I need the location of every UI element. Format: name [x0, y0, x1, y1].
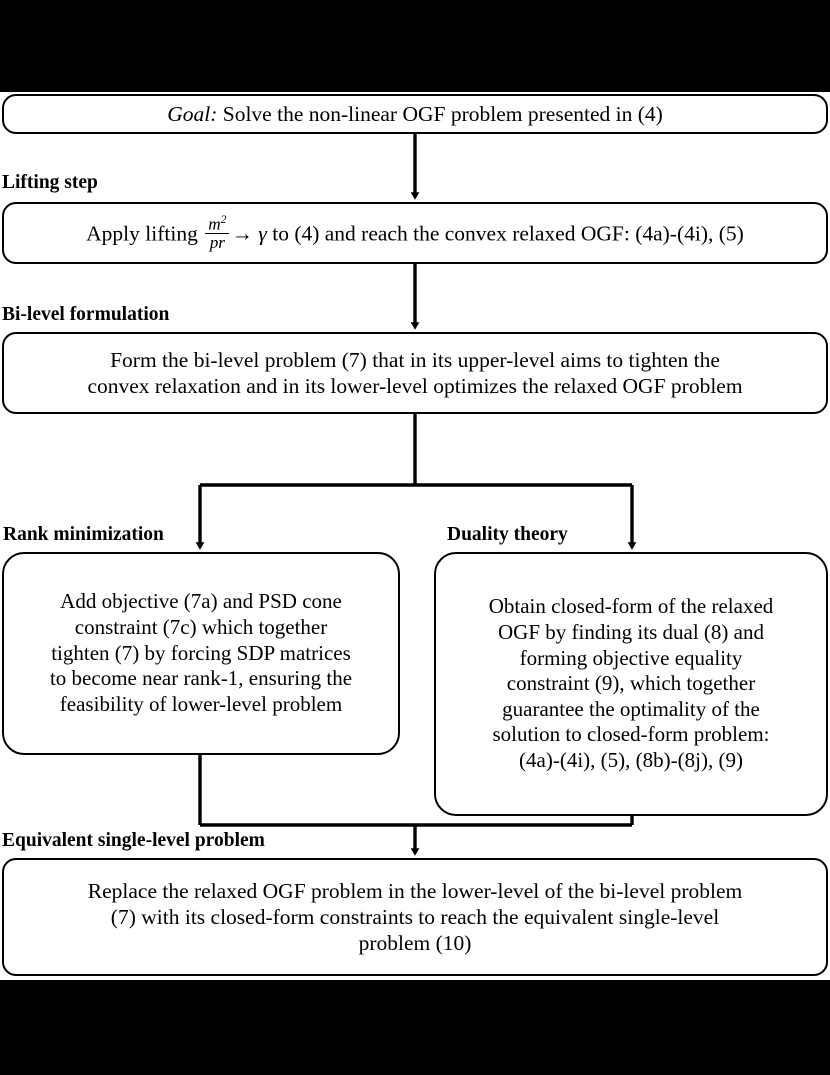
duality-line-6: solution to closed-form problem: — [492, 722, 770, 747]
bilevel-line-2: convex relaxation and in its lower-level… — [87, 374, 743, 398]
lifting-variable-gamma: γ — [258, 221, 267, 246]
lifting-text-before: Apply lifting — [86, 221, 204, 246]
duality-line-1: Obtain closed-form of the relaxed — [488, 594, 774, 619]
stage-label-lifting-step: Lifting step — [2, 172, 98, 193]
lifting-numerator: m — [208, 214, 221, 234]
goal-prefix: Goal: — [167, 101, 218, 126]
duality-line-3: forming objective equality — [519, 645, 743, 670]
bottom-black-bar — [0, 980, 830, 1075]
stage-label-equivalent-single-level: Equivalent single-level problem — [2, 830, 265, 851]
flowchart-canvas: Lifting step Bi-level formulation Rank m… — [0, 92, 830, 980]
duality-line-4: constraint (9), which together — [506, 671, 756, 696]
duality-line-2: OGF by finding its dual (8) and — [498, 619, 764, 644]
flow-box-duality-theory: Obtain closed-form of the relaxed OGF by… — [434, 552, 828, 816]
flow-box-rank-minimization: Add objective (7a) and PSD cone constrai… — [2, 552, 400, 755]
duality-line-7: (4a)-(4i), (5), (8b)-(8j), (9) — [519, 748, 743, 773]
goal-text: Solve the non-linear OGF problem present… — [217, 101, 663, 126]
final-line-3: problem (10) — [358, 931, 472, 956]
flow-box-equivalent-single-level: Replace the relaxed OGF problem in the l… — [2, 858, 828, 976]
final-line-2: (7) with its closed-form constraints to … — [110, 904, 720, 929]
stage-label-bilevel-formulation: Bi-level formulation — [2, 304, 170, 325]
flow-box-lifting: Apply lifting m2 pr → γ to (4) and reach t… — [2, 202, 828, 264]
lifting-text-after: to (4) and reach the convex relaxed OGF:… — [266, 221, 744, 246]
rank-line-3: tighten (7) by forcing SDP matrices — [51, 640, 351, 665]
final-line-1: Replace the relaxed OGF problem in the l… — [87, 878, 743, 903]
rank-line-4: to become near rank-1, ensuring the — [49, 666, 353, 691]
flow-box-bilevel: Form the bi-level problem (7) that in it… — [2, 332, 828, 414]
bilevel-line-1: Form the bi-level problem (7) that in it… — [110, 347, 720, 372]
top-black-bar — [0, 0, 830, 92]
flow-box-goal: Goal: Solve the non-linear OGF problem p… — [2, 94, 828, 134]
lifting-arrow-icon: → — [231, 221, 253, 246]
stage-label-duality-theory: Duality theory — [447, 524, 568, 545]
stage-label-rank-minimization: Rank minimization — [3, 524, 164, 545]
lifting-denominator: pr — [209, 233, 225, 253]
rank-line-1: Add objective (7a) and PSD cone — [60, 589, 342, 614]
duality-line-5: guarantee the optimality of the — [502, 696, 760, 721]
lifting-numerator-exponent: 2 — [220, 212, 227, 226]
rank-line-5: feasibility of lower-level problem — [59, 691, 343, 716]
lifting-fraction: m2 pr — [205, 212, 230, 253]
rank-line-2: constraint (7c) which together — [74, 615, 328, 640]
